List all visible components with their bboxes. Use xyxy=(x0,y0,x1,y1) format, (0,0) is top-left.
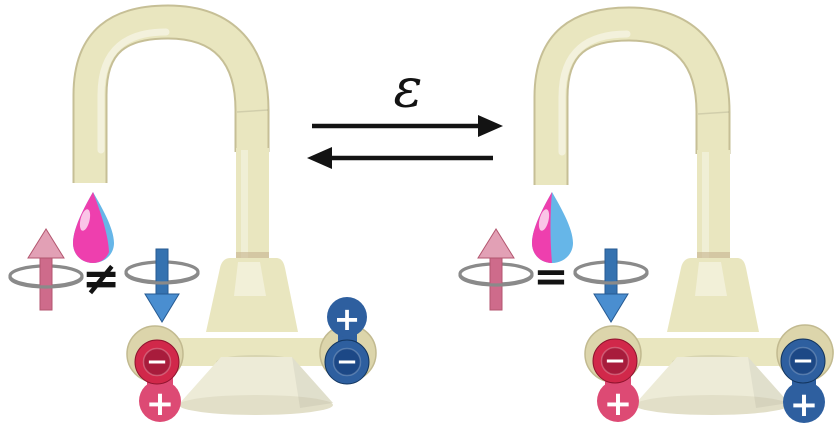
left-cold-lever-bulb xyxy=(327,297,367,337)
right-cold-lever-bulb xyxy=(783,381,825,423)
right-spin-down-ring-front xyxy=(573,272,649,285)
right-spin-up-arrow xyxy=(458,228,534,311)
right-cold-knob-sign: − xyxy=(792,346,814,376)
left-faucet-spout-highlight xyxy=(97,28,170,154)
right-hot-knob-sign: − xyxy=(604,346,626,376)
right-cold-handle: + − xyxy=(780,338,826,425)
left-faucet-crossbar xyxy=(128,338,376,366)
right-faucet-column-highlight xyxy=(702,152,709,258)
right-droplet-highlight xyxy=(538,209,550,231)
right-hot-knob-center xyxy=(600,346,630,376)
left-droplet-highlight xyxy=(79,209,91,231)
right-relation-symbol: = xyxy=(533,252,568,301)
left-spin-down-ring-front xyxy=(124,272,200,285)
left-hot-knob-center xyxy=(142,347,172,377)
backward-arrowhead xyxy=(307,147,332,169)
right-droplet xyxy=(532,192,573,263)
left-cold-knob-center xyxy=(332,347,362,377)
right-faucet-crossbar xyxy=(586,338,834,366)
right-hot-lever-bulb xyxy=(597,380,639,422)
left-hot-lever-bulb xyxy=(139,380,181,422)
forward-arrow xyxy=(312,115,503,137)
backward-arrow xyxy=(307,147,493,169)
right-faucet-column xyxy=(697,150,730,262)
right-faucet-column-seam xyxy=(697,111,730,115)
left-faucet-cone xyxy=(206,258,298,332)
left-hot-handle: + − xyxy=(134,339,181,424)
left-droplet-magenta-part xyxy=(73,192,109,263)
right-spin-down-body xyxy=(604,248,618,298)
left-spin-down-arrow xyxy=(124,248,200,323)
left-spin-down-head xyxy=(144,293,180,323)
left-spin-up-arrow xyxy=(8,228,84,311)
right-faucet-spout xyxy=(535,8,729,185)
left-spin-down-body xyxy=(155,248,169,298)
left-faucet-column xyxy=(236,148,269,262)
left-faucet-cone-highlight xyxy=(234,262,266,296)
left-faucet-spout xyxy=(74,6,268,183)
left-faucet-base-shade xyxy=(292,357,333,408)
epsilon-symbol: ε xyxy=(394,57,423,120)
left-hot-knob-sign: − xyxy=(146,347,168,377)
right-spin-up-ring-front xyxy=(458,274,534,287)
right-faucet-base xyxy=(636,357,789,403)
left-hot-lever-sign: + xyxy=(146,384,175,424)
right-faucet-cone-highlight xyxy=(695,262,727,296)
left-cold-lever-sign: + xyxy=(334,300,361,338)
right-faucet-base-shade xyxy=(748,357,789,408)
right-faucet-cone xyxy=(667,258,759,332)
left-spin-up-head xyxy=(27,228,65,259)
right-spin-down-head xyxy=(593,293,629,323)
forward-arrowhead xyxy=(478,115,503,137)
left-faucet-column-seam xyxy=(236,109,269,113)
left-relation-symbol: ≠ xyxy=(82,251,121,305)
center-equilibrium: ε xyxy=(307,57,503,169)
left-cold-handle: + − xyxy=(324,297,370,385)
left-cold-knob-sign: − xyxy=(336,347,358,377)
left-faucet-base-rim xyxy=(179,395,333,415)
right-faucet-spout-highlight xyxy=(558,30,631,156)
right-faucet-base-rim xyxy=(635,395,789,415)
right-cold-lever-sign: + xyxy=(790,385,819,425)
left-faucet-base xyxy=(180,357,333,403)
left-spin-up-body xyxy=(39,255,53,311)
left-droplet xyxy=(73,192,114,263)
left-faucet-column-ring xyxy=(236,252,269,259)
right-spin-up-body xyxy=(489,255,503,311)
right-faucet-column-ring xyxy=(697,252,730,259)
right-spin-down-arrow xyxy=(573,248,649,323)
left-faucet-column-highlight xyxy=(241,150,248,258)
right-spin-up-head xyxy=(477,228,515,259)
right-hot-handle: + − xyxy=(592,338,639,424)
left-spin-up-ring-front xyxy=(8,276,84,289)
right-cold-knob-center xyxy=(788,346,818,376)
right-hot-lever-sign: + xyxy=(604,384,633,424)
